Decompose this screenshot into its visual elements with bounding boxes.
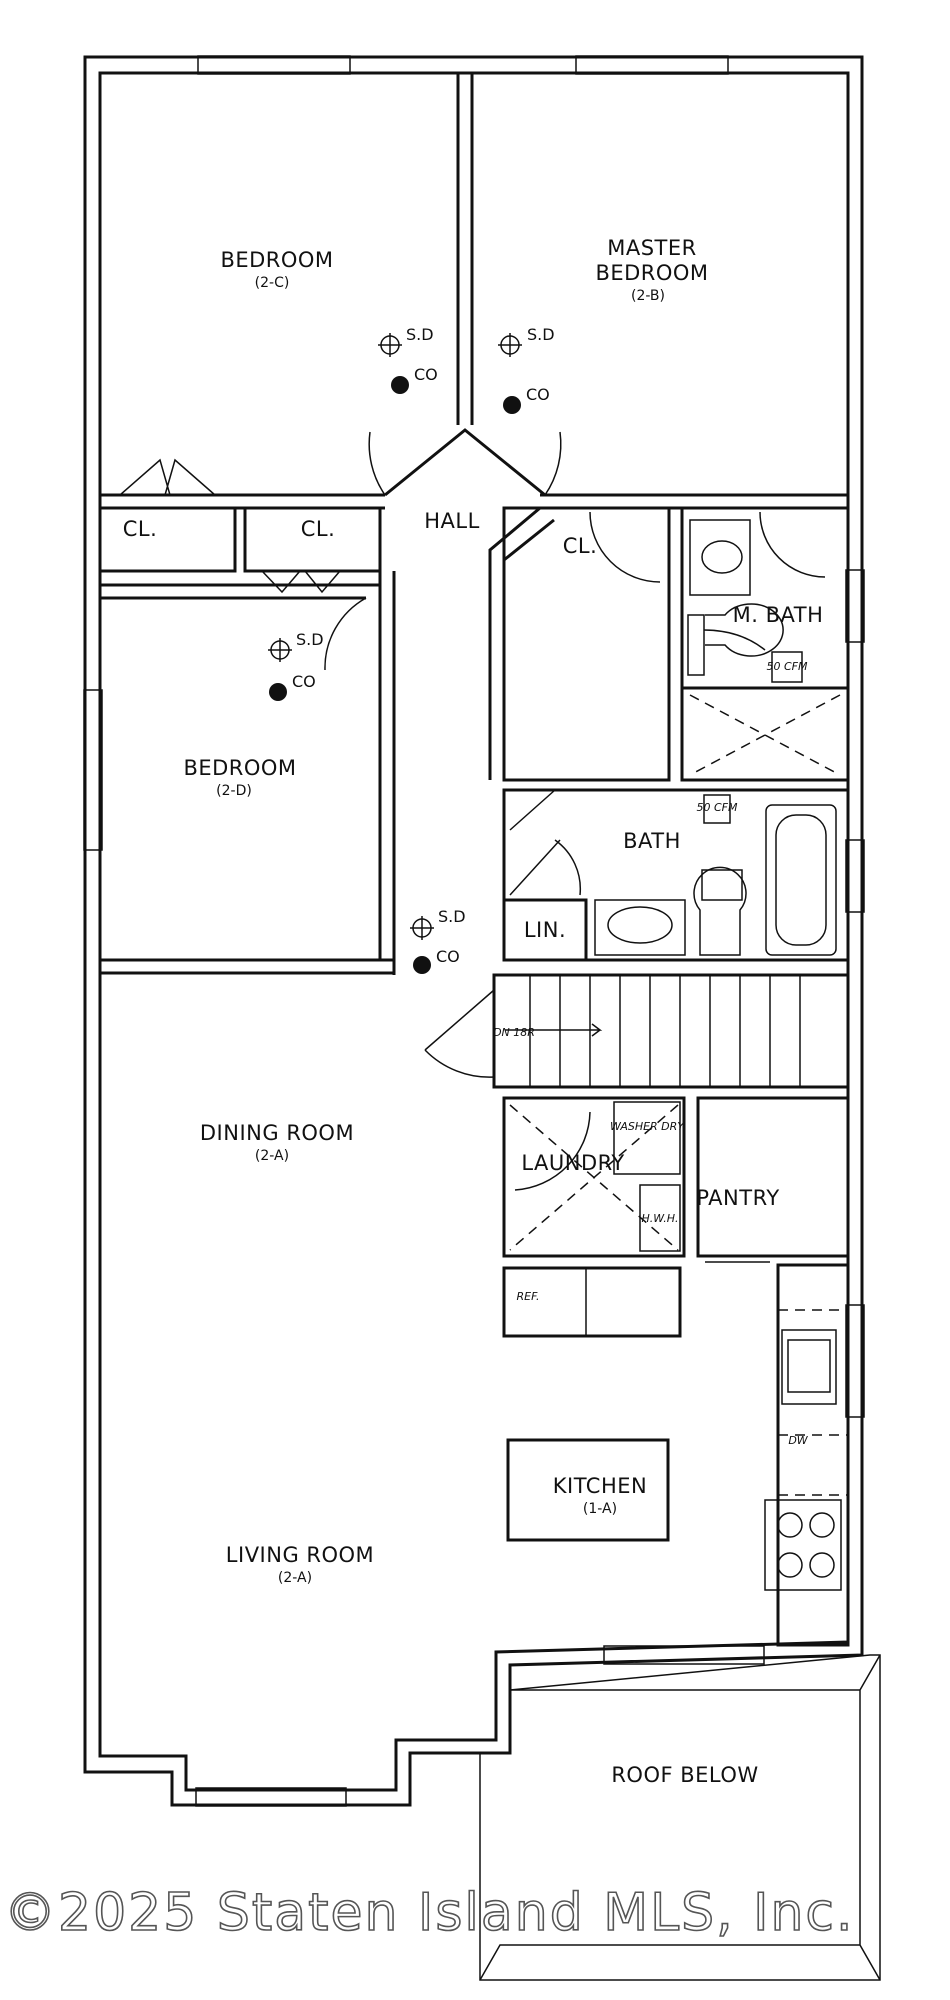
bath-label: BATH bbox=[623, 829, 681, 853]
co-detector-label: CO bbox=[292, 672, 316, 691]
master-bedroom-walls bbox=[540, 493, 848, 510]
master-bath-label: M. BATH bbox=[733, 603, 824, 627]
hall-label: HALL bbox=[424, 509, 480, 533]
washer-dryer-label: WASHER DRY bbox=[610, 1120, 685, 1133]
stairs bbox=[424, 973, 850, 1089]
dishwasher-label: DW bbox=[788, 1434, 808, 1447]
dining-room-label: DINING ROOM bbox=[200, 1121, 354, 1145]
closet-label-b: CL. bbox=[301, 517, 336, 541]
right-rooms-upper bbox=[502, 506, 850, 782]
master-bedroom-label-2: BEDROOM bbox=[595, 261, 708, 285]
kitchen-unit: (1-A) bbox=[583, 1501, 617, 1517]
bedroom-2d-unit: (2-D) bbox=[216, 783, 252, 799]
smoke-detector-label: S.D bbox=[527, 325, 555, 344]
watermark: ©2025 Staten Island MLS, Inc. bbox=[4, 1883, 855, 1943]
roof-below-label: ROOF BELOW bbox=[611, 1763, 758, 1787]
bedroom-2c-unit: (2-C) bbox=[255, 275, 290, 291]
hall-walls bbox=[368, 428, 562, 975]
living-room-unit: (2-A) bbox=[278, 1570, 312, 1586]
closet-label-c: CL. bbox=[563, 534, 598, 558]
kitchen-label: KITCHEN bbox=[553, 1474, 648, 1498]
smoke-detector-label: S.D bbox=[438, 907, 466, 926]
refrigerator-label: REF. bbox=[517, 1290, 540, 1303]
laundry-pantry bbox=[502, 1096, 850, 1263]
exhaust-fan-label: 50 CFM bbox=[697, 801, 739, 814]
co-detector-label: CO bbox=[436, 947, 460, 966]
kitchen-counters bbox=[502, 1263, 850, 1647]
co-detector-label: CO bbox=[414, 365, 438, 384]
hot-water-heater-label: H.W.H. bbox=[641, 1212, 678, 1225]
co-detector-label: CO bbox=[526, 385, 550, 404]
dining-room-unit: (2-A) bbox=[255, 1148, 289, 1164]
smoke-detector-label: S.D bbox=[406, 325, 434, 344]
stairs-label: DN 18R bbox=[493, 1026, 535, 1039]
linen-label: LIN. bbox=[524, 918, 566, 942]
bedroom-2c-label: BEDROOM bbox=[220, 248, 333, 272]
roof-below bbox=[479, 1654, 881, 1981]
windows bbox=[83, 55, 865, 1807]
living-room-label: LIVING ROOM bbox=[226, 1543, 374, 1567]
pantry-label: PANTRY bbox=[696, 1186, 779, 1210]
bedroom-2d-label: BEDROOM bbox=[183, 756, 296, 780]
bedroom-2d-walls bbox=[100, 583, 394, 975]
closets-upper bbox=[98, 458, 382, 594]
smoke-detector-label: S.D bbox=[296, 630, 324, 649]
closet-label-a: CL. bbox=[123, 517, 158, 541]
exhaust-fan-label: 50 CFM bbox=[767, 660, 809, 673]
laundry-label: LAUNDRY bbox=[521, 1151, 624, 1175]
detectors bbox=[268, 333, 522, 974]
master-bedroom-unit: (2-B) bbox=[631, 288, 665, 304]
master-bedroom-label-1: MASTER bbox=[607, 236, 697, 260]
bath-walls bbox=[502, 788, 850, 962]
